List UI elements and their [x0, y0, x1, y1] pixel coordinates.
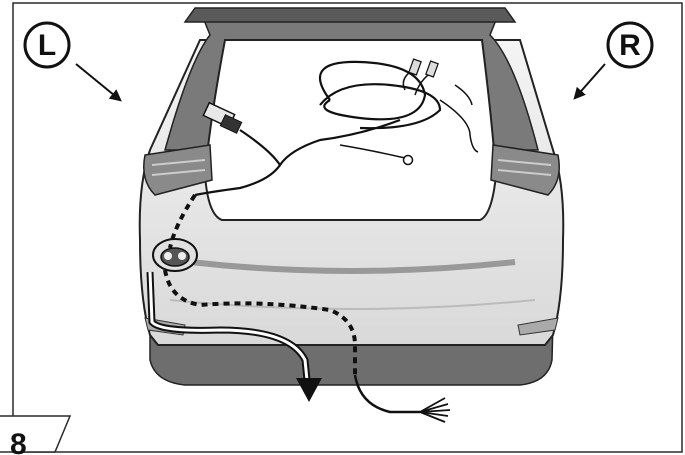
- trunk-opening: [205, 40, 496, 220]
- left-pointer-arrow: [76, 64, 120, 100]
- right-side-marker: R: [575, 23, 652, 98]
- tow-socket: [153, 239, 197, 271]
- right-pointer-arrow: [575, 64, 605, 98]
- step-number: 8: [10, 428, 27, 455]
- routing-arrow-head: [296, 378, 322, 402]
- open-tailgate: [185, 8, 515, 22]
- ground-ring-terminal: [404, 156, 413, 165]
- left-marker-label: L: [38, 29, 56, 62]
- right-marker-label: R: [619, 29, 641, 62]
- left-side-marker: L: [25, 23, 120, 100]
